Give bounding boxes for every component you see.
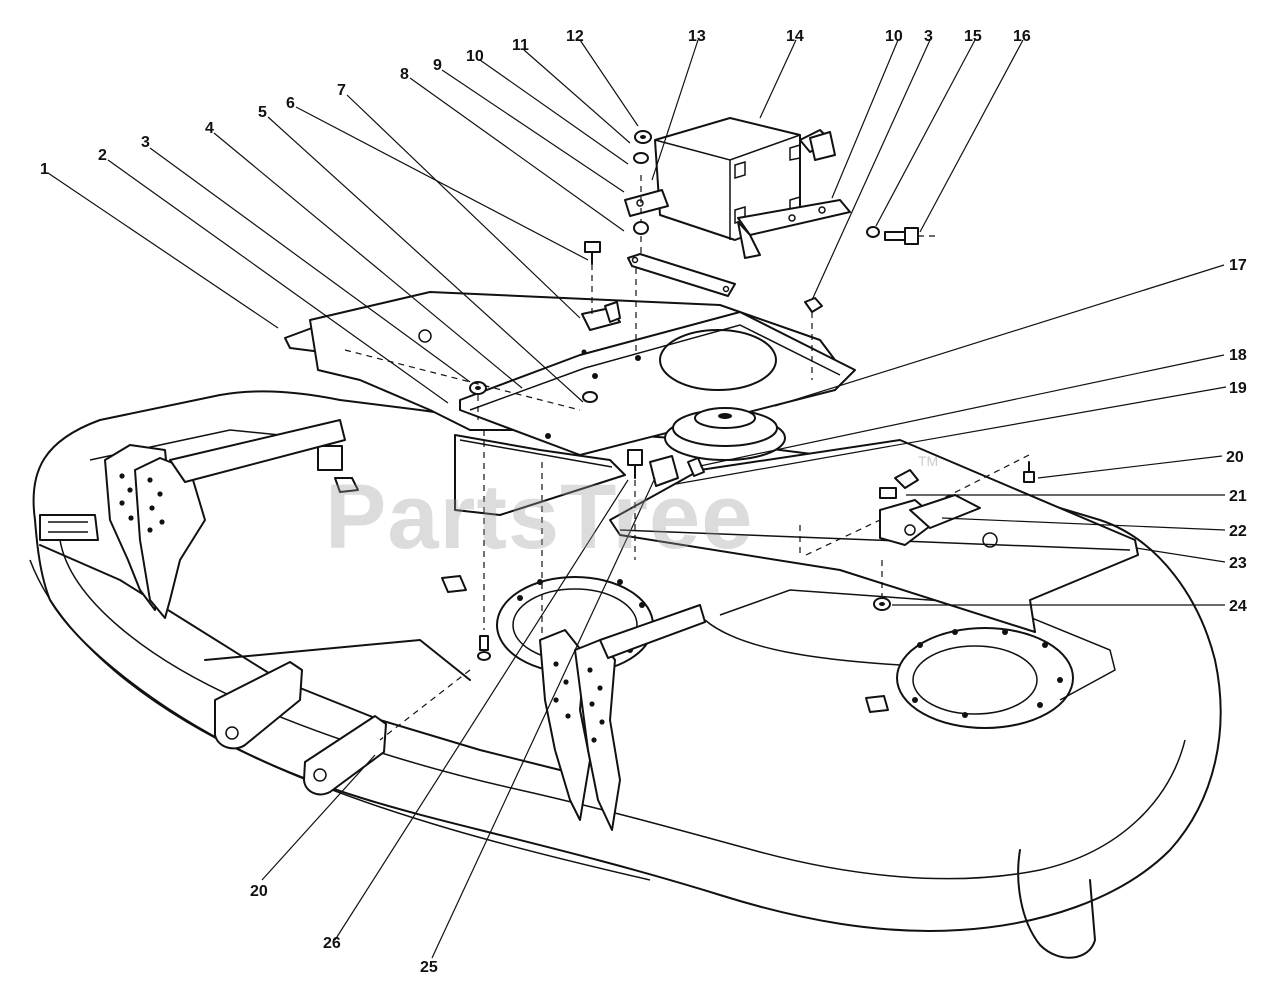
callout-12: 12 [566, 28, 584, 45]
watermark-trademark: TM [918, 453, 938, 469]
callout-numbers: 1 2 3 4 5 6 7 8 9 10 11 12 13 14 10 3 15… [40, 28, 1247, 976]
callout-24: 24 [1229, 598, 1247, 615]
callout-17: 17 [1229, 257, 1247, 274]
callout-26: 26 [323, 935, 341, 952]
callout-3b: 3 [924, 28, 933, 45]
callout-11: 11 [512, 37, 529, 54]
callout-20b: 20 [250, 883, 268, 900]
callout-25: 25 [420, 959, 438, 976]
gearbox [624, 117, 851, 259]
callout-23: 23 [1229, 555, 1247, 572]
callout-19: 19 [1229, 380, 1247, 397]
callout-14: 14 [786, 28, 804, 45]
callout-10b: 10 [885, 28, 903, 45]
watermark: PartsTree TM [325, 453, 938, 568]
pulley [664, 407, 786, 461]
callout-20a: 20 [1226, 449, 1244, 466]
watermark-text: PartsTree [325, 466, 753, 568]
assembly-lines [344, 175, 1030, 741]
callout-9: 9 [433, 57, 442, 74]
callout-21: 21 [1229, 488, 1247, 505]
front-hitch-brackets [39, 419, 706, 831]
callout-5: 5 [258, 104, 267, 121]
callout-4: 4 [205, 120, 214, 137]
callout-7: 7 [337, 82, 346, 99]
leader-lines [47, 39, 1227, 959]
callout-22: 22 [1229, 523, 1247, 540]
callout-18: 18 [1229, 347, 1247, 364]
mounting-plate [418, 311, 856, 516]
callout-13: 13 [688, 28, 706, 45]
callout-10a: 10 [466, 48, 484, 65]
callout-15: 15 [964, 28, 982, 45]
callout-3a: 3 [141, 134, 150, 151]
callout-1: 1 [40, 161, 49, 178]
callout-8: 8 [400, 66, 409, 83]
callout-6: 6 [286, 95, 295, 112]
callout-2: 2 [98, 147, 107, 164]
callout-16: 16 [1013, 28, 1031, 45]
hardware [469, 130, 1035, 661]
